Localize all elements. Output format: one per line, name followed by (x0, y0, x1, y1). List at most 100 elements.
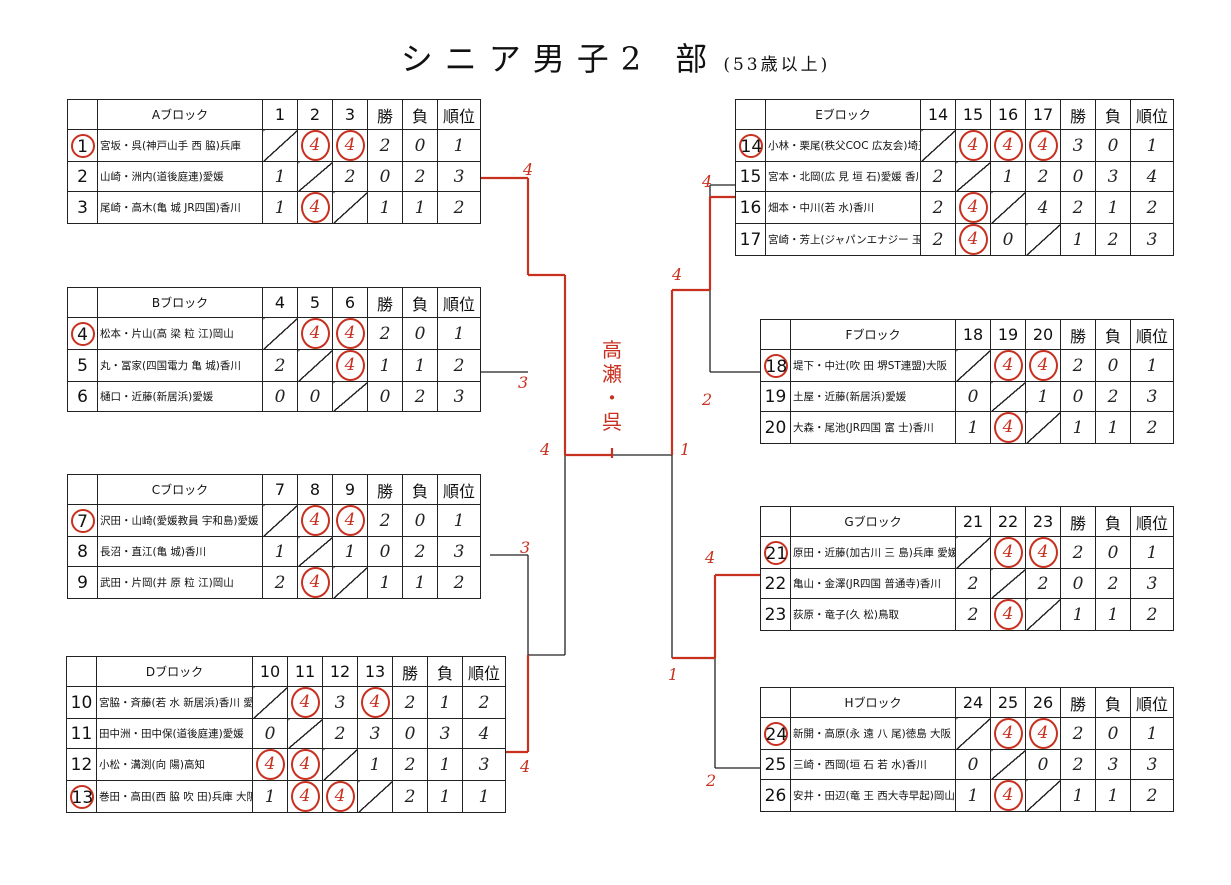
champion-name: 高 瀬 ・ 呉 (602, 338, 622, 434)
rank-value: 1 (453, 135, 465, 156)
match-result-cell: 0 (990, 223, 1026, 256)
wins-value: 0 (379, 166, 391, 187)
wins-value: 1 (1072, 785, 1084, 806)
rank-header: 順位 (437, 99, 481, 130)
match-score: 1 (344, 541, 356, 562)
match-result-cell: 4 (990, 411, 1026, 444)
rank-header: 順位 (1130, 319, 1174, 350)
wins-value: 2 (1072, 754, 1084, 775)
win-score-circled: 4 (325, 781, 355, 812)
match-result-cell: 2 (955, 598, 991, 631)
losses-value: 1 (414, 355, 426, 376)
wins-value: 2 (1072, 197, 1084, 218)
match-score: 0 (1037, 754, 1049, 775)
wins-cell: 2 (1060, 536, 1096, 569)
losses-cell: 0 (1095, 536, 1131, 569)
wins-cell: 0 (367, 536, 403, 567)
block-name: Gブロック (790, 506, 956, 537)
rank-cell: 2 (437, 566, 481, 599)
self-match-cell (262, 504, 298, 537)
wins-cell: 0 (1060, 381, 1096, 412)
seed-number-cell: 1 (67, 129, 98, 162)
player-names: 宮崎・芳上(ジャパンエナジー 玉野市役所)岡山 (765, 223, 921, 256)
self-match-cell (262, 317, 298, 350)
self-match-cell (990, 568, 1026, 599)
wins-cell: 2 (367, 129, 403, 162)
match-result-cell: 2 (920, 161, 956, 192)
losses-header: 負 (427, 656, 463, 687)
rank-cell: 2 (1130, 411, 1174, 444)
seed-number-circled: 7 (70, 508, 95, 533)
rank-value: 3 (453, 386, 465, 407)
self-match-cell (262, 129, 298, 162)
rank-cell: 2 (1130, 598, 1174, 631)
rank-value: 3 (478, 754, 490, 775)
wins-value: 2 (379, 135, 391, 156)
win-score-circled: 4 (993, 350, 1023, 381)
match-score: 2 (1037, 166, 1049, 187)
self-match-cell (920, 129, 956, 162)
self-match-cell (357, 780, 393, 813)
self-match-cell (955, 161, 991, 192)
losses-cell: 3 (1095, 161, 1131, 192)
block-name: Hブロック (790, 687, 956, 718)
bracket-score: 2 (702, 390, 713, 409)
wins-header: 勝 (1060, 687, 1096, 718)
wins-value: 1 (1072, 604, 1084, 625)
match-result-cell: 4 (287, 686, 323, 719)
column-number: 4 (262, 287, 298, 318)
player-names: 土屋・近藤(新居浜)愛媛 (790, 381, 956, 412)
self-match-cell (955, 536, 991, 569)
seed-number-cell: 11 (66, 718, 97, 749)
match-score: 0 (264, 723, 276, 744)
match-result-cell: 1 (252, 780, 288, 813)
match-score: 2 (932, 197, 944, 218)
match-score: 1 (274, 166, 286, 187)
win-score-circled: 4 (1028, 130, 1058, 161)
column-number: 5 (297, 287, 333, 318)
seed-number-cell: 12 (66, 748, 97, 781)
win-score-circled: 4 (993, 599, 1023, 630)
losses-value: 1 (1107, 417, 1119, 438)
rank-value: 2 (478, 692, 490, 713)
losses-value: 0 (1107, 723, 1119, 744)
wins-value: 0 (404, 723, 416, 744)
losses-value: 2 (414, 541, 426, 562)
match-result-cell: 1 (262, 536, 298, 567)
self-match-cell (332, 566, 368, 599)
seed-number-cell: 26 (760, 779, 791, 812)
win-score-circled: 4 (993, 412, 1023, 443)
match-result-cell: 4 (990, 598, 1026, 631)
wins-header: 勝 (367, 474, 403, 505)
rank-header: 順位 (1130, 99, 1174, 130)
rank-cell: 1 (1130, 717, 1174, 750)
player-names: 田中洲・田中保(道後庭連)愛媛 (96, 718, 253, 749)
rank-cell: 3 (1130, 223, 1174, 256)
self-match-cell (287, 718, 323, 749)
seed-number-circled: 18 (763, 353, 788, 378)
losses-value: 2 (1107, 386, 1119, 407)
losses-cell: 2 (402, 161, 438, 192)
header-blank (66, 656, 97, 687)
wins-value: 3 (1072, 135, 1084, 156)
wins-value: 2 (1072, 723, 1084, 744)
player-names: 丸・冨家(四国電力 亀 城)香川 (97, 349, 263, 382)
losses-value: 0 (1107, 135, 1119, 156)
win-score-circled: 4 (993, 537, 1023, 568)
rank-header: 順位 (1130, 506, 1174, 537)
bracket-score: 3 (518, 373, 529, 392)
losses-header: 負 (402, 99, 438, 130)
wins-cell: 2 (1060, 349, 1096, 382)
wins-value: 0 (1072, 386, 1084, 407)
match-score: 4 (1037, 197, 1049, 218)
match-score: 0 (967, 386, 979, 407)
